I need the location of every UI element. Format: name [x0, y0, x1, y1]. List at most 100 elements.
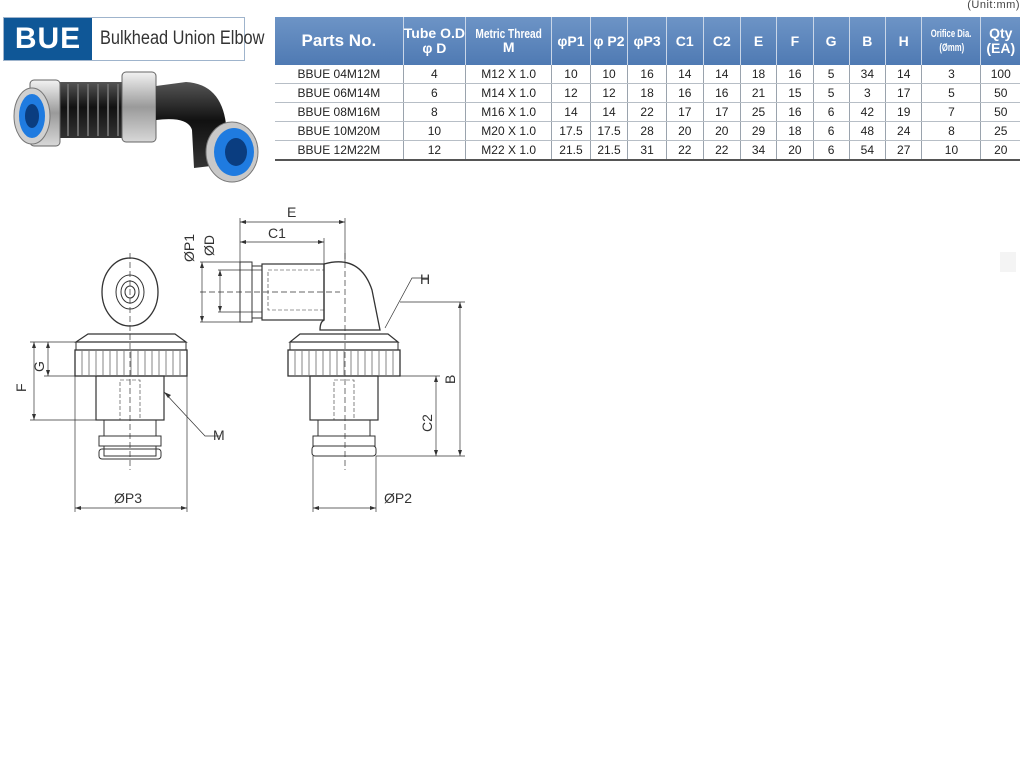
cell: 6 [812, 121, 850, 141]
col-c2: C2 [702, 17, 741, 65]
cell: 16 [702, 83, 741, 103]
cell-part-no: BBUE 12M22M [275, 140, 404, 161]
cell: 24 [885, 121, 922, 141]
cell: 18 [739, 65, 777, 84]
cell: 20 [665, 121, 704, 141]
cell: 3 [848, 83, 886, 103]
faint-mark [1000, 252, 1016, 272]
cell: M20 X 1.0 [465, 121, 552, 141]
cell: 4 [402, 65, 466, 84]
cell: 5 [812, 83, 850, 103]
cell: 20 [702, 121, 741, 141]
col-parts-no: Parts No. [275, 17, 404, 65]
cell: 25 [739, 102, 777, 122]
col-p1: φP1 [551, 17, 591, 65]
cell: 100 [980, 65, 1020, 84]
col-g: G [812, 17, 850, 65]
cell: 5 [921, 83, 981, 103]
cell: 19 [885, 102, 922, 122]
dim-c1-label: C1 [268, 225, 286, 241]
cell: 18 [776, 121, 814, 141]
cell-part-no: BBUE 06M14M [275, 83, 404, 103]
cell: 8 [402, 102, 466, 122]
dim-f-label: F [13, 383, 29, 392]
col-e: E [739, 17, 777, 65]
technical-drawing: E C1 ØP1 ØD H G F M B C2 ØP3 ØP2 [13, 204, 465, 512]
product-title-box: BUE Bulkhead Union Elbow [3, 17, 264, 61]
cell: 14 [589, 102, 628, 122]
cell: 14 [885, 65, 922, 84]
unit-note: (Unit:mm) [967, 0, 1020, 11]
col-f: F [776, 17, 814, 65]
cell: 7 [921, 102, 981, 122]
cell: 6 [402, 83, 466, 103]
cell: 50 [980, 83, 1020, 103]
cell: 22 [627, 102, 667, 122]
dim-c2-label: C2 [419, 414, 435, 432]
dim-g-label: G [31, 361, 47, 372]
product-code: BUE [4, 18, 92, 60]
cell: 31 [627, 140, 667, 161]
cell: 10 [402, 121, 466, 141]
cell: 6 [812, 140, 850, 161]
cell: 12 [589, 83, 628, 103]
cell: 16 [776, 102, 814, 122]
cell: 3 [921, 65, 981, 84]
cell: 8 [921, 121, 981, 141]
cell: 29 [739, 121, 777, 141]
cell: 17 [702, 102, 741, 122]
cell: 14 [665, 65, 704, 84]
dim-p1-label: ØP1 [181, 234, 197, 262]
cell: 21.5 [589, 140, 628, 161]
cell: 16 [776, 65, 814, 84]
col-qty: Qty(EA) [980, 17, 1020, 65]
cell: 20 [980, 140, 1020, 161]
cell: 16 [665, 83, 704, 103]
cell: 10 [921, 140, 981, 161]
cell: 10 [589, 65, 628, 84]
dim-m-label: M [213, 427, 225, 443]
cell: 14 [702, 65, 741, 84]
cell: 22 [702, 140, 741, 161]
cell: 34 [739, 140, 777, 161]
cell: 27 [885, 140, 922, 161]
dim-d-label: ØD [201, 235, 217, 256]
cell: M14 X 1.0 [465, 83, 552, 103]
dim-p2-label: ØP2 [384, 490, 412, 506]
cell: 25 [980, 121, 1020, 141]
product-photo [13, 71, 259, 183]
cell: M16 X 1.0 [465, 102, 552, 122]
cell: 6 [812, 102, 850, 122]
cell: 15 [776, 83, 814, 103]
cell: 22 [665, 140, 704, 161]
col-h: H [885, 17, 922, 65]
dim-b-label: B [442, 375, 458, 384]
cell: 17.5 [589, 121, 628, 141]
dim-p3-label: ØP3 [114, 490, 142, 506]
col-p2: φ P2 [589, 17, 628, 65]
cell-part-no: BBUE 08M16M [275, 102, 404, 122]
cell: 21 [739, 83, 777, 103]
cell: 21.5 [551, 140, 591, 161]
col-b: B [848, 17, 886, 65]
cell: 17.5 [551, 121, 591, 141]
dim-h-label: H [420, 271, 430, 287]
cell: M22 X 1.0 [465, 140, 552, 161]
cell: 48 [848, 121, 886, 141]
cell: 54 [848, 140, 886, 161]
cell: 34 [848, 65, 886, 84]
cell: 17 [885, 83, 922, 103]
col-orifice: Orifice Dia.(Ømm) [921, 17, 981, 65]
cell-part-no: BBUE 04M12M [275, 65, 404, 84]
cell: 14 [551, 102, 591, 122]
cell: 18 [627, 83, 667, 103]
